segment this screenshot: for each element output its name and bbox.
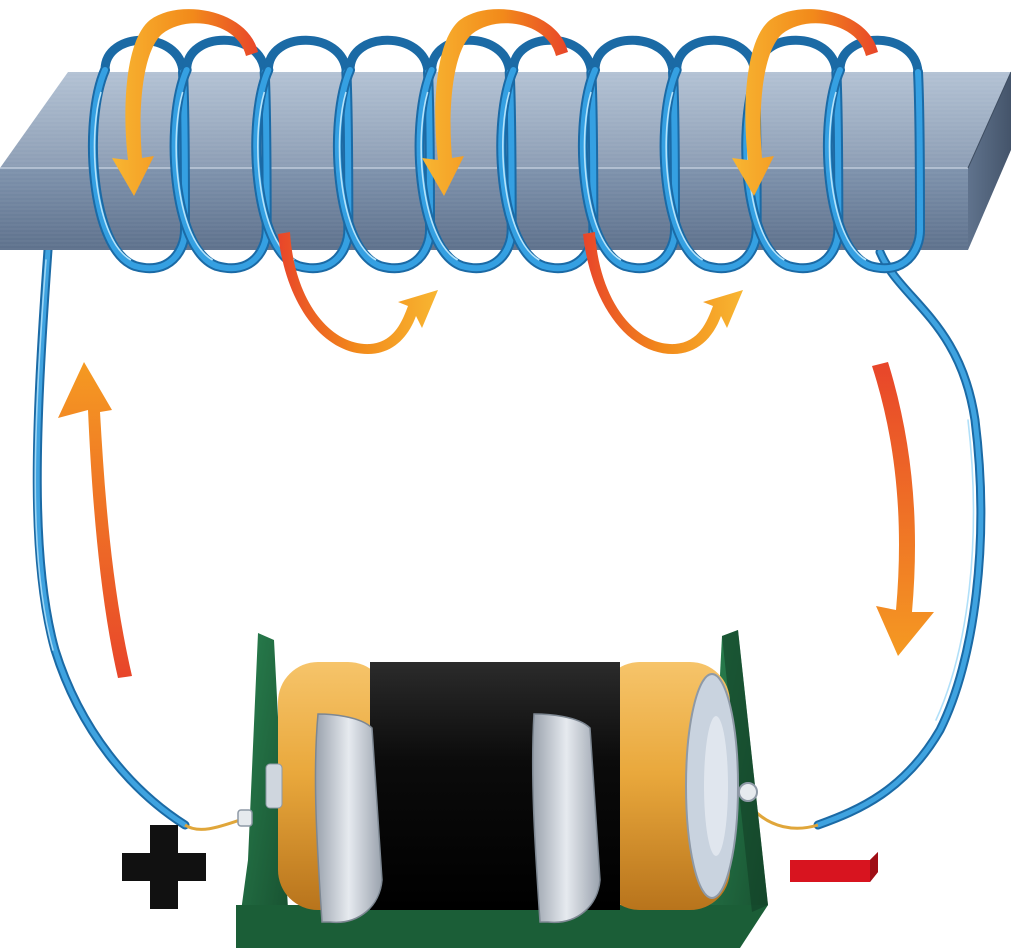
coil-turn-back [590, 35, 678, 73]
coil-front-turns [87, 65, 926, 274]
left-lead-wire [32, 245, 190, 830]
right-bare-wire [750, 806, 819, 830]
battery-clips [314, 713, 601, 923]
lower-loop-arrow [583, 232, 743, 354]
coil-turn-highlight [828, 91, 867, 261]
holder-left-bracket [236, 633, 290, 948]
left-current-arrow [58, 362, 132, 678]
coil-turn-core [171, 67, 270, 272]
coil-turn-highlight [338, 91, 377, 261]
right-current-arrow [872, 362, 934, 656]
circuit-wires [32, 245, 986, 831]
coil-turn-core [824, 67, 924, 272]
coil-turn-core [416, 67, 515, 272]
coil-turn-highlight [502, 91, 540, 261]
coil-turn-back [345, 35, 433, 73]
holder-base [236, 905, 768, 948]
coil-turn-core [253, 67, 352, 272]
coil-turn-back [835, 35, 923, 73]
coil-turn-highlight [93, 91, 132, 261]
coil-turn-core [498, 67, 597, 272]
coil-turn-highlight [665, 91, 704, 261]
coil-turn-core [89, 67, 189, 272]
plus-sign-icon [122, 825, 206, 909]
coil-turn-highlight [583, 91, 622, 261]
coil-turn-back [263, 35, 351, 73]
coil-turn-core [579, 67, 679, 272]
coil-turn-core [743, 67, 842, 272]
core-end-face [968, 72, 1011, 250]
positive-terminal-tab [237, 809, 253, 827]
battery-terminals [237, 782, 758, 827]
left-bare-wire [184, 816, 247, 831]
coil-turn-back [672, 35, 760, 73]
upper-loop-arrow [112, 9, 258, 196]
negative-terminal-tab [738, 782, 758, 802]
minus-sign-icon [790, 852, 878, 882]
right-clip [531, 713, 601, 923]
upper-current-loops [112, 9, 878, 196]
lower-current-loops [278, 232, 743, 354]
coil-turn-highlight [175, 91, 214, 261]
coil-turn-back [427, 35, 515, 73]
left-clip [314, 713, 383, 923]
coil-turn-core [334, 67, 434, 272]
battery-positive-nub [265, 763, 283, 809]
upper-loop-arrow [732, 9, 878, 196]
coil-turn-highlight [420, 91, 459, 261]
upper-loop-arrow [422, 9, 568, 196]
coil-turn-back [182, 35, 270, 73]
lower-loop-arrow [278, 232, 438, 354]
